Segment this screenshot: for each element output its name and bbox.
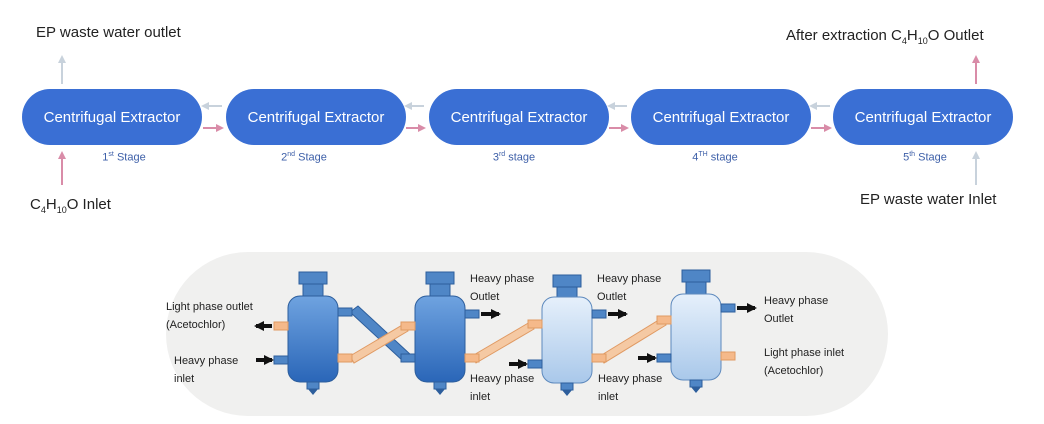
extractor-vessel-4 <box>656 269 736 393</box>
extractor-vessel-1 <box>273 271 353 395</box>
stage-label-4: 4TH stage <box>692 151 738 164</box>
extractor-stage-3: Centrifugal Extractor <box>429 89 609 145</box>
heavy-phase-outlet-label-2: Heavy phase Outlet <box>470 273 535 303</box>
heavy-phase-outlet-label-4: Heavy phase Outlet <box>764 295 829 325</box>
heavy-phase-inlet-label-3: Heavy phase inlet <box>470 373 535 403</box>
light-phase-outlet-label: Light phase outlet (Acetochlor) <box>166 301 253 331</box>
extractor-vessel-3 <box>527 274 607 396</box>
heavy-phase-outlet-label-3: Heavy phase Outlet <box>597 273 662 303</box>
pipe-orange-1 <box>349 323 409 364</box>
stage-label-2: 2nd Stage <box>281 151 327 164</box>
light-phase-inlet-label: Light phase inlet (Acetochlor) <box>764 347 845 377</box>
ep-waste-water-outlet-label: EP waste water outlet <box>36 24 181 41</box>
extractor-stage-2: Centrifugal Extractor <box>226 89 406 145</box>
extractor-stage-5: Centrifugal Extractor <box>833 89 1013 145</box>
extractor-vessel-2 <box>400 271 480 395</box>
heavy-phase-inlet-label-4: Heavy phase inlet <box>598 373 663 403</box>
black-arrows <box>254 303 757 369</box>
ep-waste-water-inlet-label: EP waste water Inlet <box>860 191 997 208</box>
pipes <box>349 305 667 364</box>
extractor-stage-4: Centrifugal Extractor <box>631 89 811 145</box>
extractor-stage-1: Centrifugal Extractor <box>22 89 202 145</box>
heavy-phase-inlet-label-1: Heavy phase inlet <box>174 355 239 385</box>
stage-label-1: 1st Stage <box>102 151 146 164</box>
solvent-outlet-label: After extraction C4H10O Outlet <box>786 27 984 46</box>
stage-label-5: 5th Stage <box>903 151 947 164</box>
solvent-inlet-label: C4H10O Inlet <box>30 196 111 215</box>
stage-label-3: 3rd stage <box>492 151 536 164</box>
